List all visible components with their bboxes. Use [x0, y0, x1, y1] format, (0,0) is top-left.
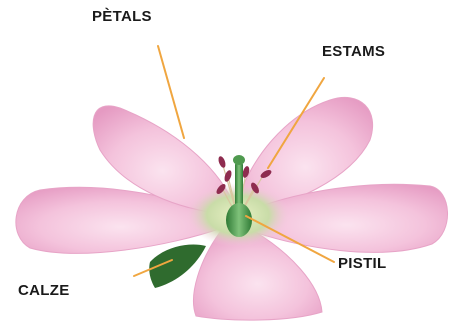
- label-calyx: CALZE: [18, 282, 70, 299]
- label-petals: PÈTALS: [92, 8, 152, 25]
- label-pistil: PISTIL: [338, 255, 386, 272]
- label-stamens: ESTAMS: [322, 43, 385, 60]
- leader-line-petals: [158, 46, 184, 138]
